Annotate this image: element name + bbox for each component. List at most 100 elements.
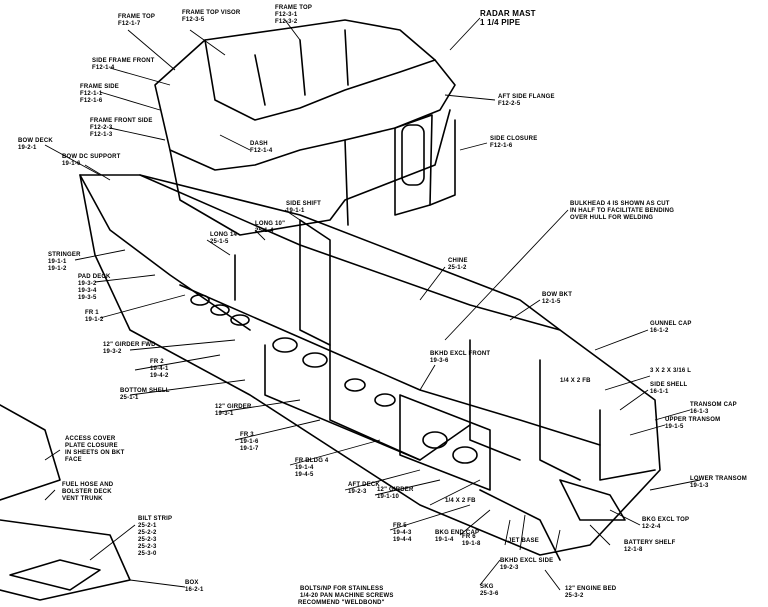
frame-top-label-title: FRAME TOP — [118, 14, 155, 20]
aft-deck-label-title: AFT DECK — [348, 482, 380, 488]
fr2-label-code: 19-4-1 — [150, 366, 169, 372]
fr1-label-title: FR 1 — [85, 310, 99, 316]
bottom-shell-label-title: BOTTOM SHELL — [120, 388, 170, 394]
battery-shelf-label-title: BATTERY SHELF — [624, 540, 676, 546]
angle-1-4x2-b-label: 1/4 X 2 FB — [445, 498, 476, 504]
radar-mast-label-code: 1 1/4 PIPE — [480, 18, 521, 27]
angle-1-4x2-label: 1/4 X 2 FB — [560, 378, 591, 384]
frame-front-side-label-code: F12-2-3 — [90, 125, 113, 131]
frame-front-side-label-title: FRAME FRONT SIDE — [90, 118, 153, 124]
bilt-strip-label-code3: 25-2-3 — [138, 537, 157, 543]
pad-deck-label-code3: 19-3-5 — [78, 295, 97, 301]
frame-top-right-label-title: FRAME TOP — [275, 5, 312, 11]
side-shift-label-code: 19-1-1 — [286, 208, 305, 214]
fr2-label: FR 219-4-119-4-2 — [150, 359, 169, 379]
long-10-label: LONG 10"25-1-4 — [255, 221, 285, 234]
bulkhead-note-label-title: BULKHEAD 4 IS SHOWN AS CUT — [570, 201, 670, 207]
fr-bldg4-label-code2: 19-4-5 — [295, 472, 314, 478]
fr3-label-title: FR 3 — [240, 432, 254, 438]
transom-cap-label-code: 16-1-3 — [690, 409, 709, 415]
fr5-label-code2: 19-4-4 — [393, 537, 412, 543]
long-10-label-title: LONG 10" — [255, 221, 285, 227]
gunnel-cap-label-title: GUNNEL CAP — [650, 321, 692, 327]
stringer-label-title: STRINGER — [48, 252, 81, 258]
angle-3x2-label: 3 X 2 X 3/16 L — [650, 368, 691, 374]
aft-deck-label-code: 19-2-3 — [348, 489, 367, 495]
dash-label-code: F12-1-4 — [250, 148, 273, 154]
fuel-hose-label-code2: VENT TRUNK — [62, 496, 103, 502]
engine-bed-label-title: 12" ENGINE BED — [565, 586, 617, 592]
bkg-end-cap-label-title: BKG END CAP — [435, 530, 479, 536]
stringer-label-code2: 19-1-2 — [48, 266, 67, 272]
dash-label-title: DASH — [250, 141, 268, 147]
side-shift-label-title: SIDE SHIFT — [286, 201, 321, 207]
angle-1-4x2-b-label-title: 1/4 X 2 FB — [445, 498, 476, 504]
hull-geometry — [0, 19, 661, 601]
fuel-hose-label-code: BOLSTER DECK — [62, 489, 112, 495]
frame-top-right-label-code: F12-3-1 — [275, 12, 298, 18]
angle-1-4x2-label-title: 1/4 X 2 FB — [560, 378, 591, 384]
pad-deck-label-title: PAD DECK — [78, 274, 111, 280]
long-10-label-code: 25-1-4 — [255, 228, 274, 234]
upper-transom-label-title: UPPER TRANSOM — [665, 417, 720, 423]
bkhd-excl-front-label-title: BKHD EXCL FRONT — [430, 351, 490, 357]
bulkhead-note-label-code: IN HALF TO FACILITATE BENDING — [570, 208, 674, 214]
aft-side-flange-label-title: AFT SIDE FLANGE — [498, 94, 555, 100]
skeg-label-code: 25-3-6 — [480, 591, 499, 597]
bulkhead-note-label-code2: OVER HULL FOR WELDING — [570, 215, 653, 221]
fr-bldg4-label-title: FR BLDG 4 — [295, 458, 329, 464]
bow-deck-label-code: 19-2-1 — [18, 145, 37, 151]
upper-transom-label-code: 19-1-5 — [665, 424, 684, 430]
bkg-end-cap-label-code: 19-1-4 — [435, 537, 454, 543]
bilt-strip-label-code5: 25-3-0 — [138, 551, 157, 557]
stringer-label-code: 19-1-1 — [48, 259, 67, 265]
frame-side-label-title: FRAME SIDE — [80, 84, 119, 90]
fr5-label: FR 519-4-319-4-4 — [393, 523, 412, 543]
bilt-strip-label-code: 25-2-1 — [138, 523, 157, 529]
bottom-shell-label-code: 25-1-1 — [120, 395, 139, 401]
bow-bkt-label-title: BOW BKT — [542, 292, 572, 298]
side-frame-front-label-code: F12-1-4 — [92, 65, 115, 71]
bkhd-excl-top-label-title: BKG EXCL TOP — [642, 517, 689, 523]
engine-bed-label-code: 25-3-2 — [565, 593, 584, 599]
fr3-label-code2: 19-1-7 — [240, 446, 259, 452]
bilt-strip-label-code2: 25-2-2 — [138, 530, 157, 536]
fr5-label-title: FR 5 — [393, 523, 407, 529]
aft-side-flange-label-code: F12-2-5 — [498, 101, 521, 107]
fr6-label-title: FR 6 — [462, 534, 476, 540]
frame-top-visor-label-title: FRAME TOP VISOR — [182, 10, 241, 16]
fuel-hose-label-title: FUEL HOSE AND — [62, 482, 114, 488]
bolts-note-label-title: BOLTS/NP FOR STAINLESS — [300, 586, 383, 592]
battery-shelf-label-code: 12-1-8 — [624, 547, 643, 553]
lower-transom-label-code: 19-1-3 — [690, 483, 709, 489]
recommend-label-title: RECOMMEND "WELDBOND" — [298, 600, 385, 606]
girder-12-label-title: 12" GIRDER — [215, 404, 252, 410]
lower-transom-label-title: LOWER TRANSOM — [690, 476, 747, 482]
fr-bldg4-label: FR BLDG 419-1-419-4-5 — [295, 458, 329, 478]
gunnel-cap-label-code: 16-1-2 — [650, 328, 669, 334]
bilt-strip-label-title: BILT STRIP — [138, 516, 172, 522]
